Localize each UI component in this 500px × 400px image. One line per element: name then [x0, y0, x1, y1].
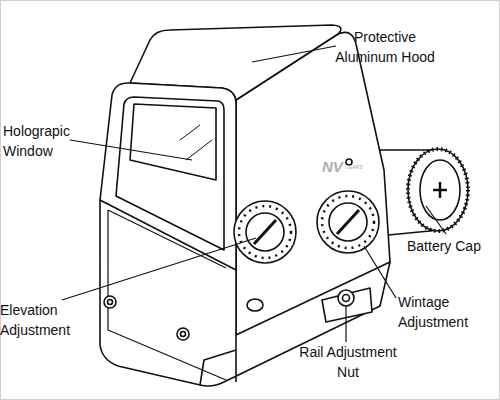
leader-line: [364, 246, 396, 298]
hood-front: [100, 83, 236, 270]
knob-slot: [337, 210, 359, 234]
battery-cap: [408, 149, 468, 231]
front-plate: [108, 210, 226, 380]
knob-slot: [254, 220, 276, 244]
leader-line: [70, 140, 192, 160]
leader-line: [426, 206, 446, 234]
rail-nut: [338, 290, 354, 306]
cap-plus: [433, 182, 447, 198]
knob-ticks: [322, 196, 374, 248]
rail-edge: [200, 350, 236, 385]
holographic-glass: [130, 104, 216, 180]
nut-center: [343, 295, 350, 302]
screw-center: [108, 300, 113, 305]
elevation-knob: [234, 201, 296, 263]
screw-center: [181, 332, 186, 337]
part-label: Rail Adjustment Nut: [288, 342, 408, 382]
screw: [177, 328, 189, 340]
part-label: Wintage Adjustment: [398, 292, 488, 332]
windage-knob: [317, 191, 379, 253]
knob-dial: [329, 203, 367, 241]
window-opening: [116, 97, 224, 250]
leader-line: [252, 46, 336, 62]
knob-dial: [246, 213, 284, 251]
base-edge: [235, 335, 237, 382]
knob-ticks: [239, 206, 291, 258]
rail-clamp: [322, 288, 372, 322]
part-label: Protective Aluminum Hood: [325, 27, 445, 67]
sight-body: [100, 25, 468, 386]
part-label: Battery Cap: [407, 236, 497, 256]
part-label: Elevation Adjustment: [0, 300, 85, 340]
leader-line: [62, 238, 256, 300]
watermark: GEARS: [345, 163, 375, 171]
part-label: Holograpic Window: [3, 121, 85, 161]
leader-lines: [62, 46, 446, 342]
body-hole: [247, 299, 263, 311]
cap-ridges: [408, 149, 468, 231]
screw: [104, 296, 116, 308]
cap-face: [420, 160, 460, 220]
leader-line: [345, 306, 346, 342]
glass-shine: [180, 125, 212, 160]
